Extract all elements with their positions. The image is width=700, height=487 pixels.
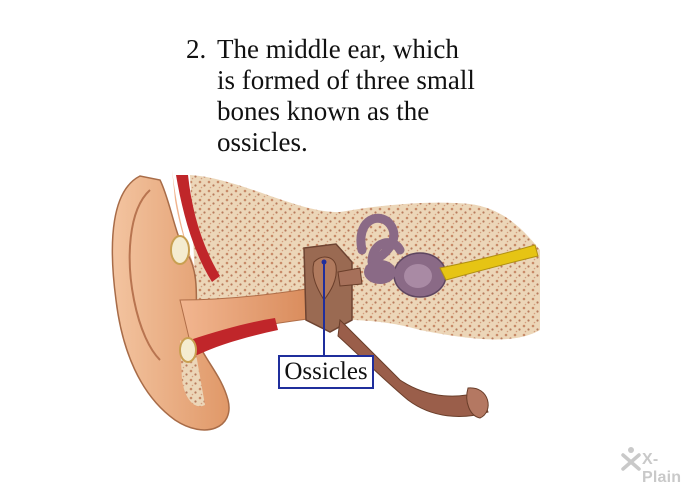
ossicles-label: Ossicles xyxy=(278,355,374,389)
x-plain-logo: X-Plain xyxy=(620,446,692,486)
caption-line: bones known as the xyxy=(217,96,430,126)
pinna-fold xyxy=(128,189,161,361)
caption-line: is formed of three small xyxy=(217,65,475,95)
vessel-upper xyxy=(176,175,220,282)
x-plain-logo-icon xyxy=(621,447,641,471)
auditory-nerve xyxy=(439,244,539,281)
callout-pointer-dot xyxy=(321,259,327,265)
vestibule xyxy=(364,260,396,284)
x-plain-logo-text: X-Plain xyxy=(642,451,682,486)
cochlea-inner xyxy=(404,264,432,288)
eustachian-tube-opening xyxy=(466,387,489,419)
vessel-lower xyxy=(190,318,278,356)
caption-line: ossicles. xyxy=(217,127,308,157)
caption-line: The middle ear, which xyxy=(217,34,459,64)
cartilage-knob-lower xyxy=(179,337,197,363)
semicircular-canals xyxy=(356,213,405,267)
caption-number: 2. xyxy=(186,34,207,64)
cartilage-knob-upper xyxy=(170,235,190,265)
caption-body: The middle ear, which is formed of three… xyxy=(217,34,517,158)
stapes xyxy=(337,267,363,287)
